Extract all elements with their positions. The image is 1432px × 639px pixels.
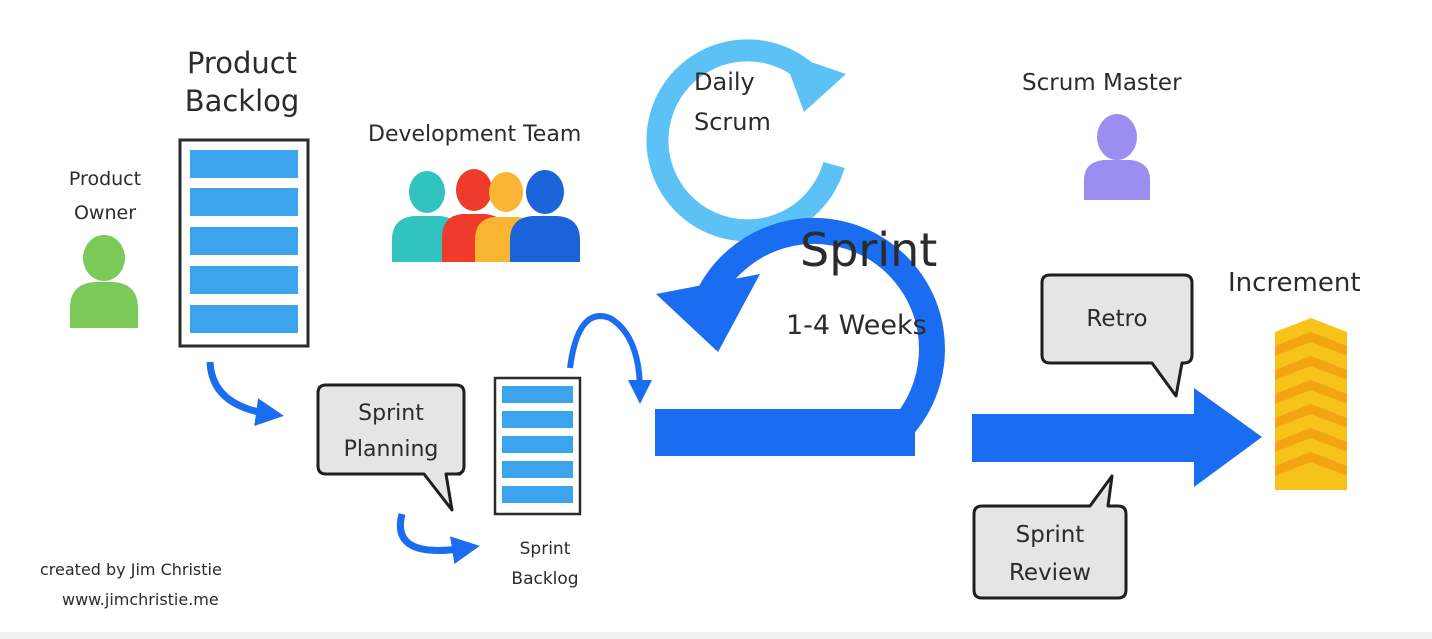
sprint-duration-label: 1-4 Weeks xyxy=(786,310,927,341)
sprint-review-bubble xyxy=(972,474,1128,600)
credit-website: www.jimchristie.me xyxy=(62,590,219,609)
sprint-loop-arrow xyxy=(655,217,945,456)
sprint-review-label-line1: Sprint xyxy=(1015,522,1085,548)
daily-scrum-label: Daily Scrum xyxy=(694,62,771,142)
product-backlog-label-line2: Backlog xyxy=(184,84,300,118)
product-owner-label-line1: Product xyxy=(68,168,142,190)
sprint-review-label: Sprint Review xyxy=(974,516,1126,592)
product-owner-person-icon xyxy=(70,235,138,328)
daily-scrum-label-line1: Daily xyxy=(694,68,755,96)
main-delivery-arrow xyxy=(972,388,1262,487)
scrum-master-person-icon xyxy=(1084,114,1150,200)
sprint-backlog-label-line1: Sprint xyxy=(519,539,571,559)
product-owner-label-line2: Owner xyxy=(73,202,137,224)
daily-scrum-cycle-arrow xyxy=(646,39,846,242)
product-backlog-stack xyxy=(178,138,310,348)
scrum-master-label: Scrum Master xyxy=(1022,70,1182,96)
sprint-backlog-stack xyxy=(493,376,582,516)
sprint-planning-label-line2: Planning xyxy=(343,437,439,462)
sprint-planning-label-line1: Sprint xyxy=(358,401,424,426)
sprint-planning-label: Sprint Planning xyxy=(318,396,464,468)
product-backlog-label: Product Backlog xyxy=(172,44,312,120)
product-backlog-label-line1: Product xyxy=(186,46,298,80)
daily-scrum-label-line2: Scrum xyxy=(694,108,771,136)
sprint-title: Sprint xyxy=(800,223,938,277)
development-team-label: Development Team xyxy=(368,122,582,147)
increment-label: Increment xyxy=(1228,268,1361,298)
sprint-review-label-line2: Review xyxy=(1008,560,1092,586)
retro-bubble xyxy=(1040,273,1194,398)
credit-text: created by Jim Christie www.jimchristie.… xyxy=(40,555,222,615)
credit-author: created by Jim Christie xyxy=(40,560,222,579)
sprint-planning-bubble xyxy=(316,383,466,512)
retro-label: Retro xyxy=(1086,306,1148,332)
increment-chevron-stack-icon xyxy=(1275,318,1347,490)
development-team-group-icon xyxy=(392,169,580,262)
sprint-backlog-label: Sprint Backlog xyxy=(490,534,600,594)
sprint-backlog-label-line2: Backlog xyxy=(511,569,579,589)
sprint-backlog-to-sprint-arrow xyxy=(567,313,652,404)
planning-to-sprint-backlog-arrow xyxy=(397,513,480,565)
product-owner-label: Product Owner xyxy=(50,162,160,230)
backlog-to-planning-arrow xyxy=(206,361,284,426)
